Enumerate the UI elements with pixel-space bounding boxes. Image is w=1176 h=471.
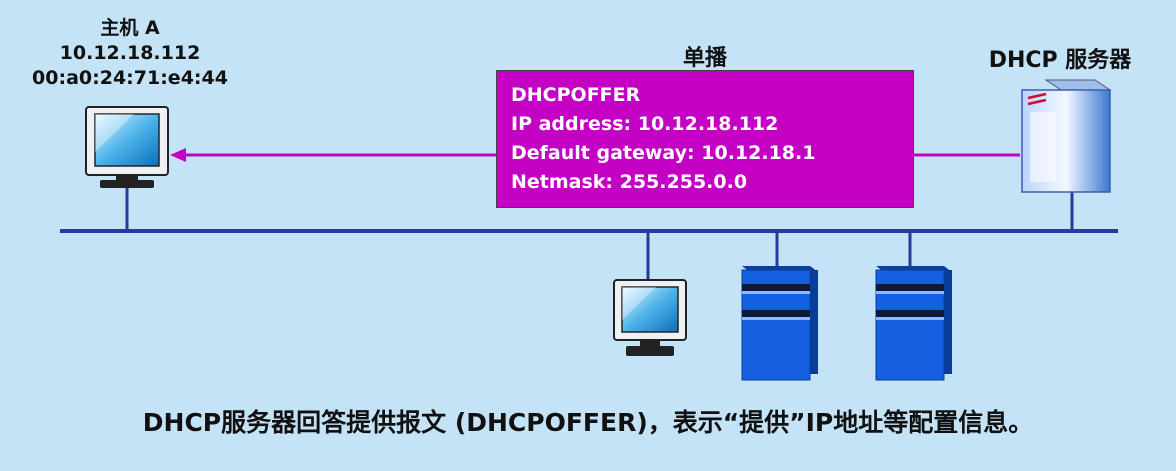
host-a-ip: 10.12.18.112	[59, 42, 201, 64]
server-tower-1-icon	[741, 266, 818, 381]
host-a-mac: 00:a0:24:71:e4:44	[32, 67, 228, 89]
diagram-caption: DHCP服务器回答提供报文 (DHCPOFFER)，表示“提供”IP地址等配置信…	[142, 408, 1034, 437]
offer-netmask: Netmask: 255.255.0.0	[511, 171, 748, 193]
host-a-name: 主机 A	[100, 17, 160, 39]
dhcpoffer-message-box: DHCPOFFER IP address: 10.12.18.112 Defau…	[496, 70, 914, 208]
client-computer-icon	[613, 279, 687, 356]
offer-default-gateway: Default gateway: 10.12.18.1	[511, 142, 816, 164]
dhcp-server-label: DHCP 服务器	[988, 48, 1132, 73]
offer-ip-address: IP address: 10.12.18.112	[511, 113, 779, 135]
arrow-head	[170, 148, 186, 162]
host-a-label: 主机 A 10.12.18.112 00:a0:24:71:e4:44	[20, 16, 240, 91]
server-tower-2-icon	[875, 266, 952, 381]
dhcp-server-icon	[1021, 79, 1112, 193]
unicast-label: 单播	[682, 46, 727, 71]
offer-title: DHCPOFFER	[511, 84, 641, 106]
host-a-computer-icon	[85, 106, 169, 188]
